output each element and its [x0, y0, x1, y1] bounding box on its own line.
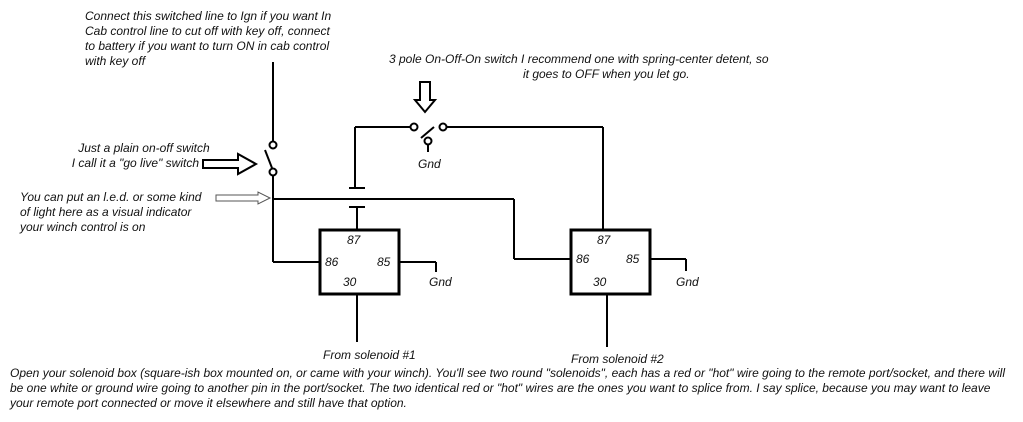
- led-arrow: [215, 191, 272, 205]
- relay1-87-wire: [349, 206, 365, 230]
- relay2-pin-87: 87: [597, 233, 612, 247]
- relay1-pin-86: 86: [325, 255, 339, 269]
- relay1-pin-30: 30: [343, 275, 357, 289]
- instruction-paragraph: Open your solenoid box (square-ish box m…: [10, 366, 1005, 410]
- relay2-pin-86: 86: [576, 252, 590, 266]
- relay-2: [569, 228, 687, 347]
- go-live-arrow: [202, 152, 259, 176]
- relay1-source-label: From solenoid #1: [323, 348, 416, 362]
- go-live-note: Just a plain on-off switch I call it a "…: [72, 141, 213, 170]
- relay2-gnd-label: Gnd: [676, 275, 699, 289]
- led-note: You can put an l.e.d. or some kind of li…: [19, 190, 205, 234]
- relay-1: [318, 228, 437, 342]
- relay1-pin-85: 85: [377, 255, 391, 269]
- ign-note: Connect this switched line to Ign if you…: [85, 9, 334, 68]
- three-pole-note: 3 pole On-Off-On switch I recommend one …: [389, 52, 772, 81]
- three-pole-arrow: [412, 81, 438, 114]
- bus-wire: [273, 198, 571, 263]
- three-pole-switch: [349, 122, 604, 230]
- relay1-gnd-label: Gnd: [429, 275, 452, 289]
- relay2-pin-85: 85: [626, 252, 640, 266]
- switch-gnd-label: Gnd: [418, 157, 441, 171]
- go-live-switch: [264, 62, 278, 262]
- relay1-pin-87: 87: [347, 233, 362, 247]
- relay2-source-label: From solenoid #2: [571, 352, 664, 366]
- relay2-pin-30: 30: [593, 275, 607, 289]
